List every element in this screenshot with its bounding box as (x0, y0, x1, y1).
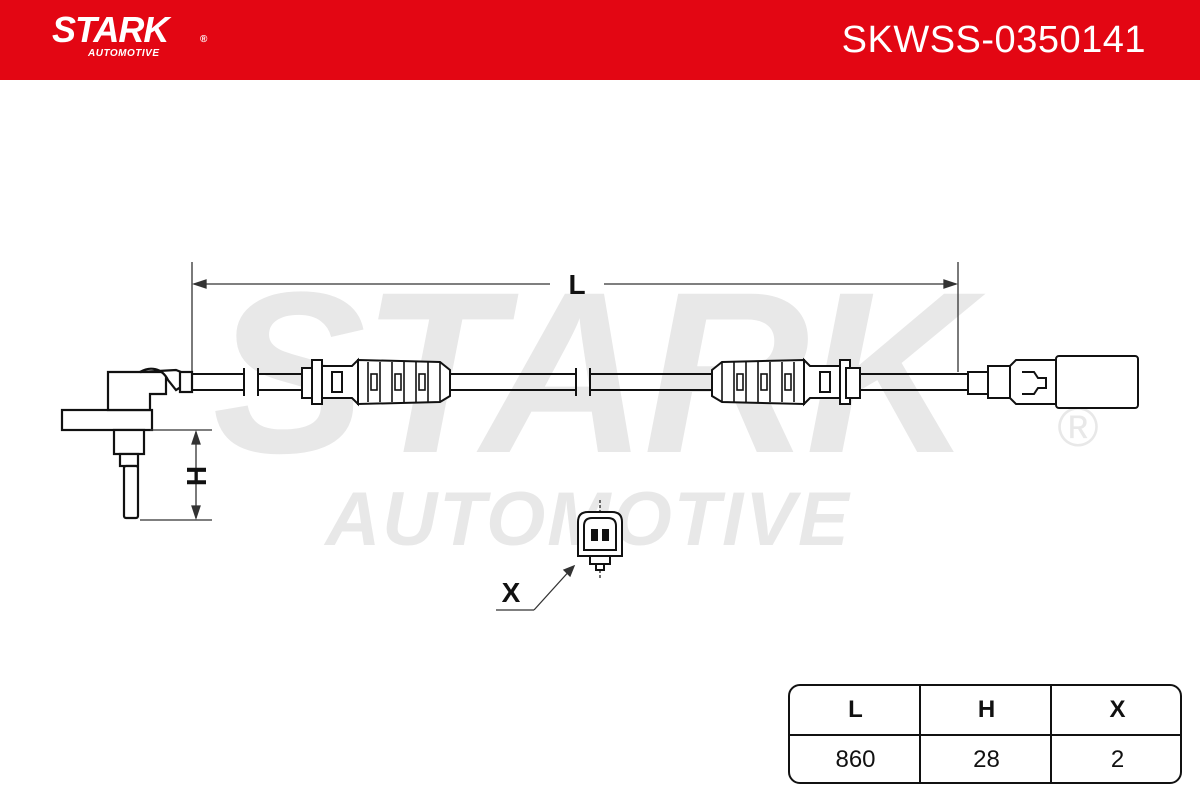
spec-table: L H X 860 28 2 (788, 684, 1182, 784)
part-number: SKWSS-0350141 (841, 19, 1146, 61)
length-dimension (191, 262, 959, 378)
cable-grommet-left (301, 357, 451, 407)
connector-face-view (577, 500, 623, 580)
height-dimension (140, 429, 212, 521)
spec-divider (790, 734, 1180, 736)
length-label: L (568, 269, 585, 300)
spec-value-height: 28 (973, 746, 1000, 773)
height-label: H (181, 466, 212, 486)
connector-leader-line (496, 564, 576, 611)
header-bar: STARK ® AUTOMOTIVE SKWSS-0350141 (0, 0, 1200, 80)
watermark: STARK ® AUTOMOTIVE (212, 244, 1098, 562)
spec-header-length: L (848, 696, 863, 723)
sensor-head (60, 367, 194, 520)
spec-header-height: H (977, 696, 996, 723)
connector-label: X (502, 577, 521, 608)
cable (192, 368, 968, 396)
logo-subtitle: AUTOMOTIVE (88, 48, 160, 59)
spec-value-length: 860 (835, 746, 876, 773)
spec-header-connector: X (1109, 696, 1126, 723)
cable-grommet-right (711, 357, 861, 407)
logo-registered-mark: ® (200, 34, 207, 45)
logo-brand: STARK (52, 9, 169, 50)
stark-logo: STARK ® AUTOMOTIVE (52, 9, 207, 60)
spec-value-connector: 2 (1110, 746, 1125, 773)
plug-connector (967, 355, 1139, 409)
